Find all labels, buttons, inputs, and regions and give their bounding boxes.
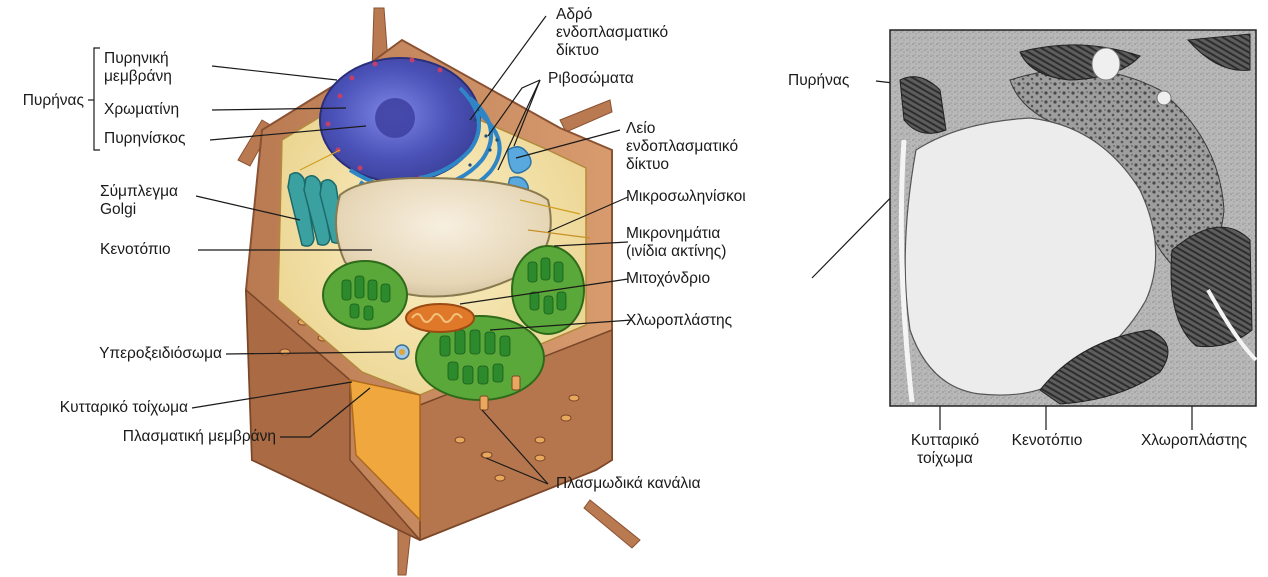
- em-vesicle: [1092, 48, 1120, 80]
- em-label-cell-wall: Κυτταρικό τοίχωμα: [900, 432, 990, 468]
- em-chloroplast-1: [1171, 227, 1252, 347]
- label-microfilaments: Μικρονημάτια (ινίδια ακτίνης): [626, 225, 726, 261]
- label-mitochondrion: Μιτοχόνδριο: [626, 270, 710, 288]
- em-label-nucleus: Πυρήνας: [788, 72, 849, 90]
- label-chloroplast: Χλωροπλάστης: [626, 312, 732, 330]
- em-vesicle: [1157, 91, 1171, 105]
- em-label-vacuole: Κενοτόπιο: [1002, 432, 1092, 450]
- label-smooth-er: Λείο ενδοπλασματικό δίκτυο: [626, 120, 738, 174]
- label-nucleolus: Πυρηνίσκος: [104, 130, 186, 148]
- cell-wall-right-extension: [560, 100, 612, 132]
- label-chromatin: Χρωματίνη: [104, 101, 179, 119]
- em-label-chloroplast: Χλωροπλάστης: [1130, 432, 1258, 450]
- label-ribosomes: Ριβοσώματα: [548, 70, 634, 88]
- peroxisome-core: [399, 349, 405, 355]
- label-cell-wall: Κυτταρικό τοίχωμα: [8, 399, 188, 417]
- electron-micrograph: [890, 30, 1256, 406]
- label-nucleus: Πυρήνας: [8, 92, 84, 110]
- label-rough-er: Αδρό ενδοπλασματικό δίκτυο: [556, 6, 668, 60]
- cell-wall-bottomright-extension: [584, 500, 640, 548]
- chloroplast-left: [323, 261, 407, 329]
- chloroplast-right: [512, 246, 584, 334]
- label-peroxisome: Υπεροξειδιόσωμα: [20, 345, 222, 363]
- label-vacuole: Κενοτόπιο: [100, 241, 171, 259]
- nucleolus: [375, 98, 415, 138]
- label-microtubules: Μικροσωληνίσκοι: [626, 188, 746, 206]
- label-nuclear-membrane: Πυρηνική μεμβράνη: [104, 50, 172, 86]
- label-golgi: Σύμπλεγμα Golgi: [100, 183, 178, 219]
- mitochondrion: [406, 304, 474, 332]
- label-plasmodesmata: Πλασμωδικά κανάλια: [556, 475, 701, 493]
- label-plasma-membrane: Πλασματική μεμβράνη: [60, 428, 276, 446]
